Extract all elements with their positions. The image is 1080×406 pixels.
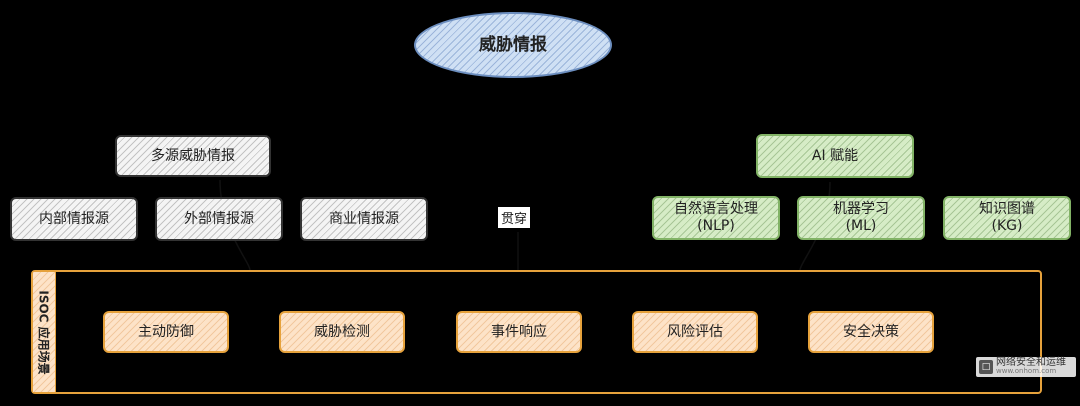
watermark-text: 网络安全和运维 xyxy=(996,357,1066,368)
watermark: □ 网络安全和运维 www.onhom.com xyxy=(976,357,1076,377)
scenario-label: 安全决策 xyxy=(843,323,899,340)
right-child-node-nlp: 自然语言处理 (NLP) xyxy=(652,196,780,240)
left-child-label: 内部情报源 xyxy=(39,210,109,227)
isoc-scenario-frame xyxy=(31,270,1042,394)
left-child-node-internal: 内部情报源 xyxy=(10,197,138,241)
right-child-line2: (NLP) xyxy=(697,218,735,234)
right-child-line1: 知识图谱 xyxy=(979,201,1035,217)
root-node-label: 威胁情报 xyxy=(479,34,547,55)
scenario-label: 主动防御 xyxy=(138,323,194,340)
connector-label: 贯穿 xyxy=(498,207,531,228)
connector-right-to-frame xyxy=(799,181,831,271)
right-group-label: AI 赋能 xyxy=(811,147,859,164)
left-group-node: 多源威胁情报 xyxy=(115,135,271,177)
scenario-node-threat-detection: 威胁检测 xyxy=(279,311,405,353)
watermark-url: www.onhom.com xyxy=(996,367,1057,375)
left-child-label: 外部情报源 xyxy=(184,210,254,227)
scenario-label: 风险评估 xyxy=(667,323,723,340)
left-child-node-commercial: 商业情报源 xyxy=(300,197,428,241)
watermark-logo-icon: □ xyxy=(979,360,993,374)
scenario-node-risk-assessment: 风险评估 xyxy=(632,311,758,353)
scenario-node-security-decision: 安全决策 xyxy=(808,311,934,353)
right-child-node-ml: 机器学习 (ML) xyxy=(797,196,925,240)
scenario-label: 事件响应 xyxy=(491,323,547,340)
isoc-frame-label-box: ISOC 应用场景 xyxy=(33,272,56,392)
right-child-line2: (ML) xyxy=(845,218,877,234)
scenario-label: 威胁检测 xyxy=(314,323,370,340)
root-node-threat-intel: 威胁情报 xyxy=(414,12,612,78)
left-group-label: 多源威胁情报 xyxy=(151,147,235,164)
isoc-frame-label: ISOC 应用场景 xyxy=(36,289,51,375)
left-child-label: 商业情报源 xyxy=(329,210,399,227)
scenario-node-incident-response: 事件响应 xyxy=(456,311,582,353)
right-child-node-kg: 知识图谱 (KG) xyxy=(943,196,1071,240)
right-child-line1: 自然语言处理 xyxy=(674,201,758,217)
left-child-node-external: 外部情报源 xyxy=(155,197,283,241)
right-child-line2: (KG) xyxy=(991,218,1023,234)
scenario-node-active-defense: 主动防御 xyxy=(103,311,229,353)
right-child-line1: 机器学习 xyxy=(833,201,889,217)
right-group-node: AI 赋能 xyxy=(756,134,914,178)
